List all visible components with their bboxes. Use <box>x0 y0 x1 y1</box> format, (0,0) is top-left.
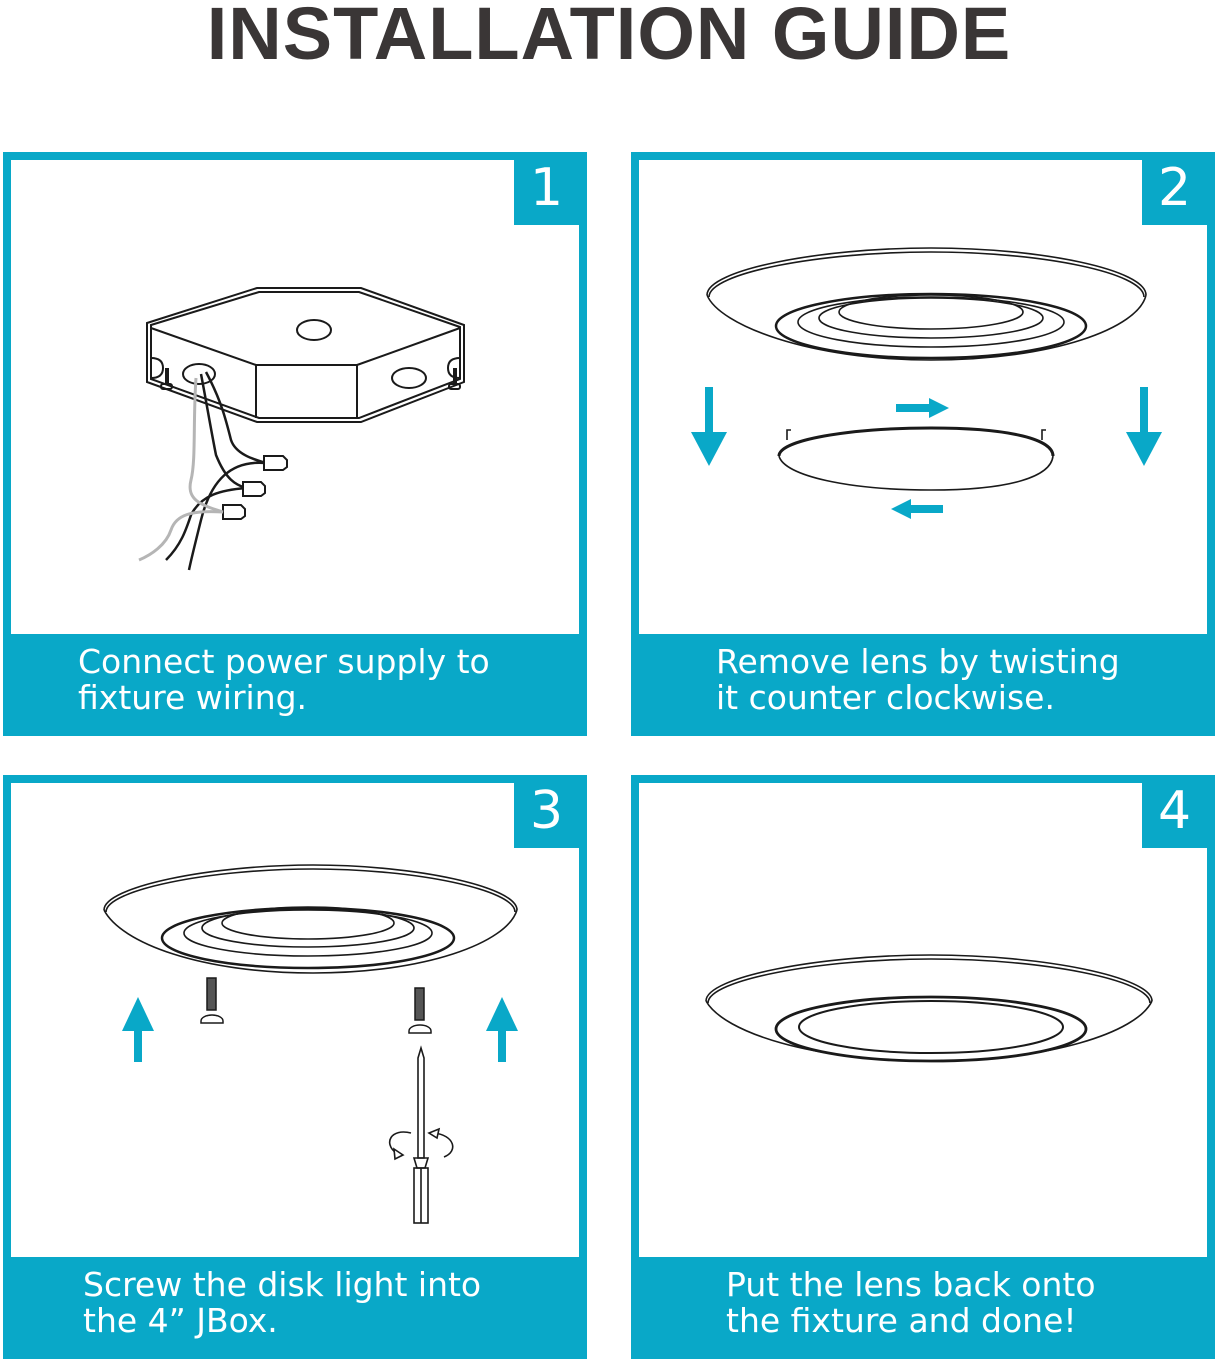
step-panel-2: 2 Remove lens by twisting it counter clo… <box>631 152 1215 736</box>
step-number-badge: 2 <box>1142 152 1207 225</box>
disk-light-lens-removal-icon <box>691 247 1162 519</box>
illustration-area <box>11 783 579 1257</box>
page-title: INSTALLATION GUIDE <box>206 0 1012 75</box>
junction-box-icon <box>138 287 465 571</box>
step-panel-4: 4 Put the lens back onto the fixture and… <box>631 775 1215 1359</box>
caption-line: Screw the disk light into <box>83 1265 482 1304</box>
step-caption: Remove lens by twisting it counter clock… <box>631 634 1215 736</box>
step-number-badge: 4 <box>1142 775 1207 848</box>
caption-line: Remove lens by twisting <box>716 642 1120 681</box>
step-caption: Put the lens back onto the fixture and d… <box>631 1257 1215 1359</box>
illustration-area <box>11 160 579 634</box>
caption-line: the fixture and done! <box>726 1301 1077 1340</box>
caption-line: fixture wiring. <box>78 678 308 717</box>
illustration-area <box>639 160 1207 634</box>
assembled-disk-light-icon <box>705 954 1153 1063</box>
step-panel-3: 3 Screw the disk light into the 4” JBox. <box>3 775 587 1359</box>
step-caption: Screw the disk light into the 4” JBox. <box>3 1257 587 1359</box>
disk-light-screws-screwdriver-icon <box>103 864 518 1224</box>
caption-line: it counter clockwise. <box>716 678 1055 717</box>
caption-line: the 4” JBox. <box>83 1301 278 1340</box>
caption-line: Connect power supply to <box>78 642 490 681</box>
step-panel-1: 1 Connect power supply to fixture wiring… <box>3 152 587 736</box>
step-number-badge: 3 <box>514 775 579 848</box>
step-number-badge: 1 <box>514 152 579 225</box>
caption-line: Put the lens back onto <box>726 1265 1096 1304</box>
illustration-area <box>639 783 1207 1257</box>
step-caption: Connect power supply to fixture wiring. <box>3 634 587 736</box>
